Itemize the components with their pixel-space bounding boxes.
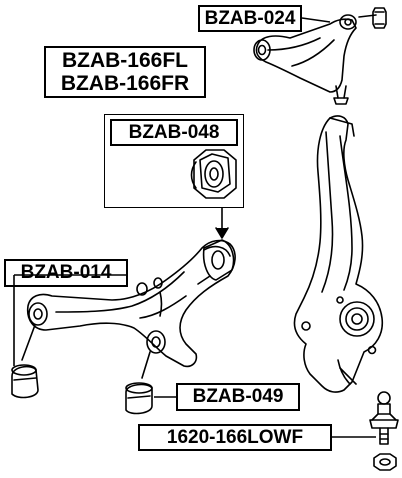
lower-arm-part-label: BZAB-166FL BZAB-166FR (44, 46, 206, 98)
rear-bushing-part-label: BZAB-048 (110, 119, 238, 146)
frame-bushing-icon (190, 149, 237, 199)
rear-bushing-frame (104, 114, 244, 208)
rear-bushing-on-arm-icon (202, 239, 235, 281)
rear-lower-bushing-part-label: BZAB-049 (176, 383, 300, 411)
leader-lines (21, 207, 357, 385)
front-bushing-icon (11, 364, 39, 399)
ball-joint-icon (369, 391, 399, 445)
upper-arm-part-label: BZAB-024 (198, 5, 302, 32)
steering-knuckle-drawing (293, 115, 384, 393)
upper-control-arm-drawing (253, 14, 377, 105)
upper-arm-bushing-icon (372, 7, 387, 29)
lower-arm-part-label-fr: BZAB-166FR (60, 72, 190, 95)
lower-arm-part-label-fl: BZAB-166FL (61, 49, 188, 72)
ball-joint-nut-icon (373, 453, 397, 471)
lower-control-arm-drawing (26, 239, 236, 368)
ball-joint-part-label: 1620-166LOWF (138, 424, 332, 451)
front-bushing-part-label: BZAB-014 (4, 259, 128, 287)
rear-lower-bushing-icon (125, 382, 153, 415)
